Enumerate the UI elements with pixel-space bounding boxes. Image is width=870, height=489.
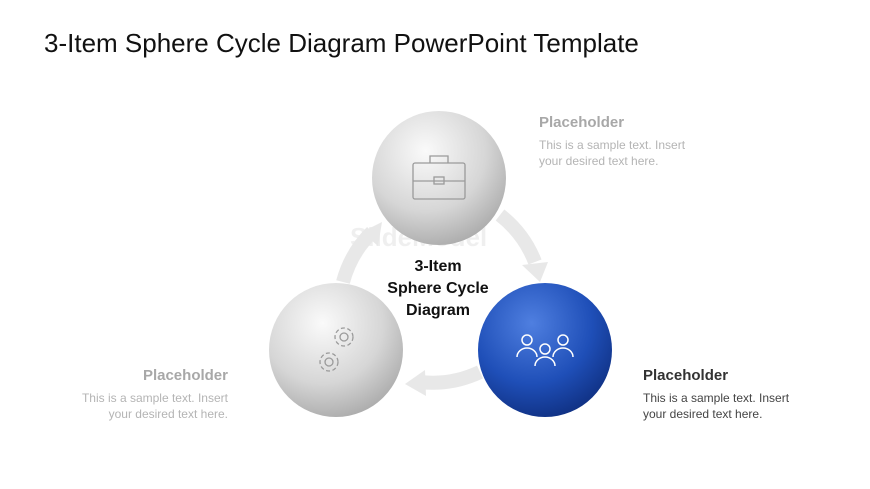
arrow-top-to-right [495,209,542,265]
users-icon [516,334,574,367]
block-text: your desired text here. [643,407,763,421]
center-label: 3-Item Sphere Cycle Diagram [368,256,508,322]
block-text: This is a sample text. Insert [643,391,790,405]
block-heading: Placeholder [539,114,625,131]
briefcase-icon [412,155,466,200]
text-block-left: Placeholder This is a sample text. Inser… [48,367,228,422]
slide-title: 3-Item Sphere Cycle Diagram PowerPoint T… [44,28,639,58]
sphere-left [269,283,403,417]
block-text: your desired text here. [108,407,228,421]
gears-icon [319,327,354,372]
center-line: 3-Item [414,258,462,275]
block-text: This is a sample text. Insert [539,138,686,152]
sphere-top [372,111,506,245]
text-block-right: Placeholder This is a sample text. Inser… [643,367,823,422]
block-heading: Placeholder [142,367,228,384]
arrow-right-to-left [419,365,484,390]
block-text: your desired text here. [539,154,659,168]
block-text: This is a sample text. Insert [81,391,228,405]
center-line: Sphere Cycle [387,280,489,297]
sphere-right [478,283,612,417]
block-heading: Placeholder [643,367,729,384]
text-block-top: Placeholder This is a sample text. Inser… [539,114,719,169]
center-line: Diagram [405,302,471,319]
